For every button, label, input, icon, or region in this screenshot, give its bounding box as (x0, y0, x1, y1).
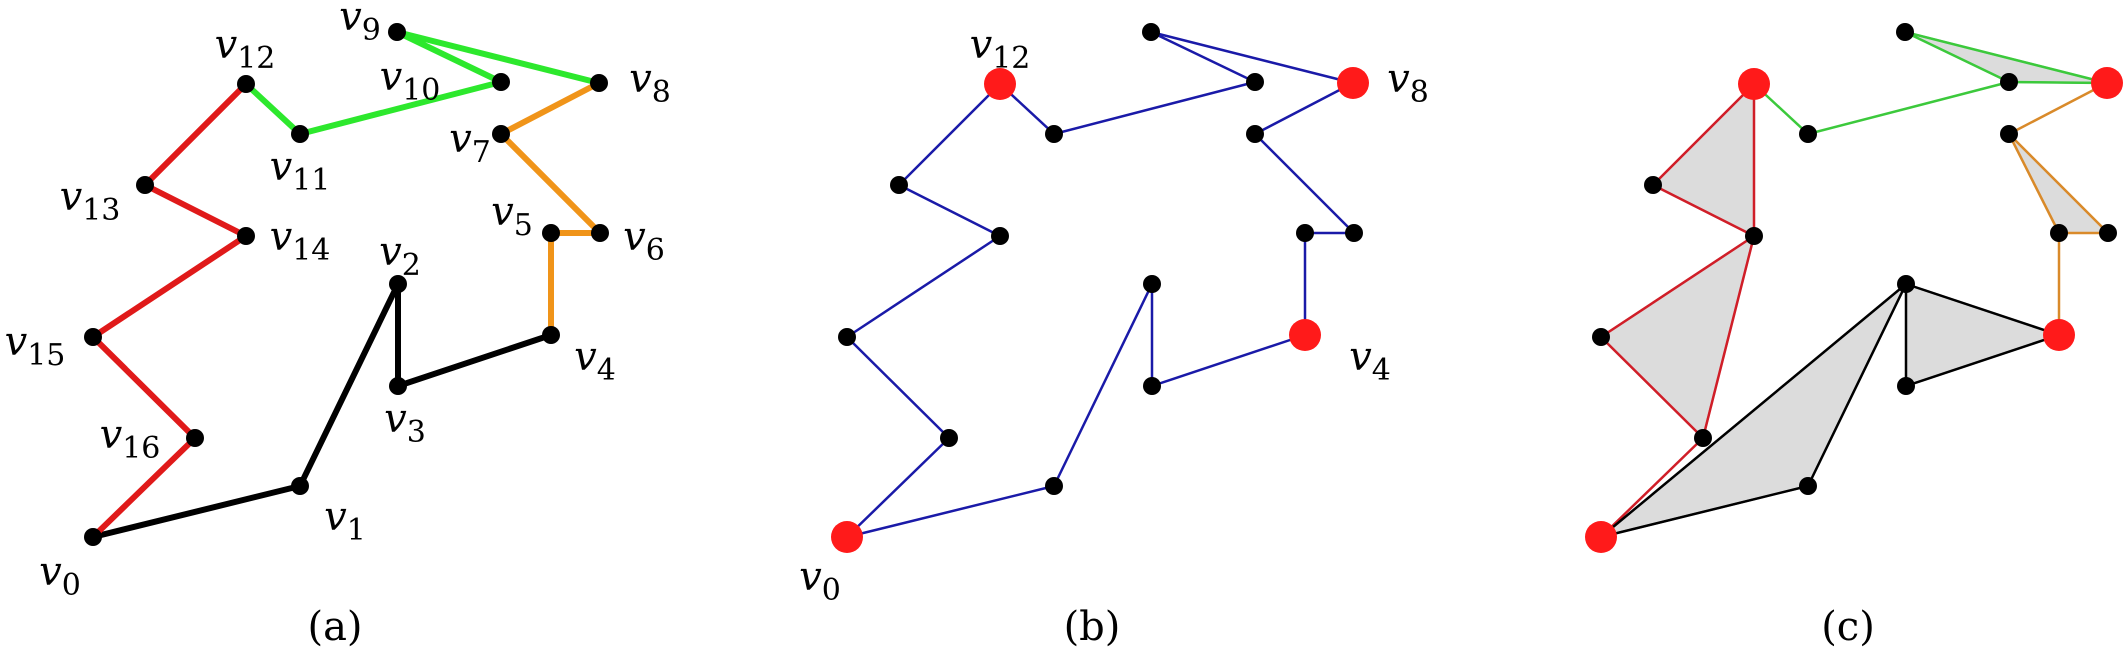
diagonal-4 (2008, 80, 2108, 85)
vertex-label-9: v9 (339, 0, 381, 48)
vertex-label-3: v3 (384, 396, 426, 450)
vertex-label-13: v13 (60, 174, 121, 228)
vertex-label-14: v14 (270, 214, 331, 268)
vertex-label-7: v7 (449, 116, 491, 170)
vertex-9 (1142, 23, 1160, 41)
vertex-12 (237, 75, 255, 93)
vertex-13 (136, 176, 154, 194)
vertex-2 (1897, 275, 1915, 293)
vertex-3 (1143, 377, 1161, 395)
vertex-16 (940, 429, 958, 447)
vertex-label-8: v8 (629, 56, 671, 110)
vertex-13 (1644, 176, 1662, 194)
vertex-3 (389, 377, 407, 395)
vertex-5 (1296, 224, 1314, 242)
vertex-6 (2099, 224, 2117, 242)
diagonal-3 (1905, 282, 2060, 337)
vertex-11 (1045, 125, 1063, 143)
vertex-label-6: v6 (623, 214, 665, 268)
vertex-7 (1246, 125, 1264, 143)
vertex-label-0: v0 (799, 554, 841, 608)
highlighted-vertex-8 (1337, 67, 1369, 99)
highlighted-vertex-8 (2091, 67, 2123, 99)
vertex-1 (291, 477, 309, 495)
vertex-14 (237, 227, 255, 245)
panel-c (1585, 23, 2123, 553)
caption-a: (a) (307, 604, 362, 650)
highlighted-vertex-12 (984, 68, 1016, 100)
vertex-5 (542, 224, 560, 242)
highlighted-vertex-0 (1585, 521, 1617, 553)
vertex-10 (1246, 73, 1264, 91)
vertex-15 (84, 328, 102, 346)
vertex-11 (291, 125, 309, 143)
vertex-label-12: v12 (970, 22, 1031, 76)
shaded-triangle-5 (1905, 283, 2060, 387)
vertex-3 (1897, 377, 1915, 395)
vertex-9 (388, 23, 406, 41)
polygon-boundary (845, 30, 1356, 539)
vertex-13 (890, 176, 908, 194)
vertex-9 (1896, 23, 1914, 41)
vertex-label-5: v5 (491, 189, 533, 243)
caption-b: (b) (1064, 604, 1121, 650)
vertex-label-2: v2 (379, 229, 421, 283)
vertex-2 (1143, 275, 1161, 293)
vertex-14 (991, 227, 1009, 245)
vertex-11 (1799, 125, 1817, 143)
vertex-4 (542, 326, 560, 344)
vertex-label-10: v10 (380, 54, 441, 108)
vertex-6 (1345, 224, 1363, 242)
vertex-2 (389, 275, 407, 293)
vertex-10 (2000, 73, 2018, 91)
chain-black (90, 281, 554, 540)
vertex-label-1: v1 (324, 494, 366, 548)
vertex-label-16: v16 (100, 412, 161, 466)
diagonal-1 (1701, 235, 1756, 439)
vertex-label-12: v12 (215, 22, 276, 76)
vertex-10 (492, 73, 510, 91)
vertex-5 (2050, 224, 2068, 242)
shaded-triangle-3 (1600, 235, 1755, 439)
vertex-7 (2000, 125, 2018, 143)
chain-red (90, 81, 249, 540)
diagonal-5 (2007, 133, 2061, 234)
diagonal-2 (1600, 283, 1907, 538)
vertex-1 (1045, 477, 1063, 495)
panel-b: v0 v4 v8 v12 (799, 22, 1429, 608)
highlighted-vertex-4 (1289, 319, 1321, 351)
vertex-7 (492, 125, 510, 143)
highlighted-vertex-12 (1738, 68, 1770, 100)
vertex-label-8: v8 (1387, 56, 1429, 110)
vertex-16 (1694, 429, 1712, 447)
highlighted-vertex-0 (831, 521, 863, 553)
vertex-label-11: v11 (270, 144, 331, 198)
vertex-6 (591, 224, 609, 242)
vertex-label-4: v4 (574, 334, 616, 388)
caption-c: (c) (1821, 604, 1875, 650)
vertex-15 (838, 328, 856, 346)
vertex-1 (1799, 477, 1817, 495)
vertex-label-0: v0 (39, 549, 81, 603)
vertex-label-4: v4 (1349, 334, 1391, 388)
vertex-label-15: v15 (5, 319, 66, 373)
shaded-triangle-2 (1652, 83, 1755, 237)
panel-a: v0 v1 v2 v3 v4 v5 v6 v7 v8 v9 v10 v11 v12 v13 v14 v15 v1… (5, 0, 671, 603)
chain-path-3 (1599, 83, 1756, 538)
highlighted-vertex-4 (2043, 319, 2075, 351)
vertex-16 (186, 429, 204, 447)
vertex-0 (84, 528, 102, 546)
vertex-14 (1745, 227, 1763, 245)
vertex-8 (590, 74, 608, 92)
vertex-15 (1592, 328, 1610, 346)
